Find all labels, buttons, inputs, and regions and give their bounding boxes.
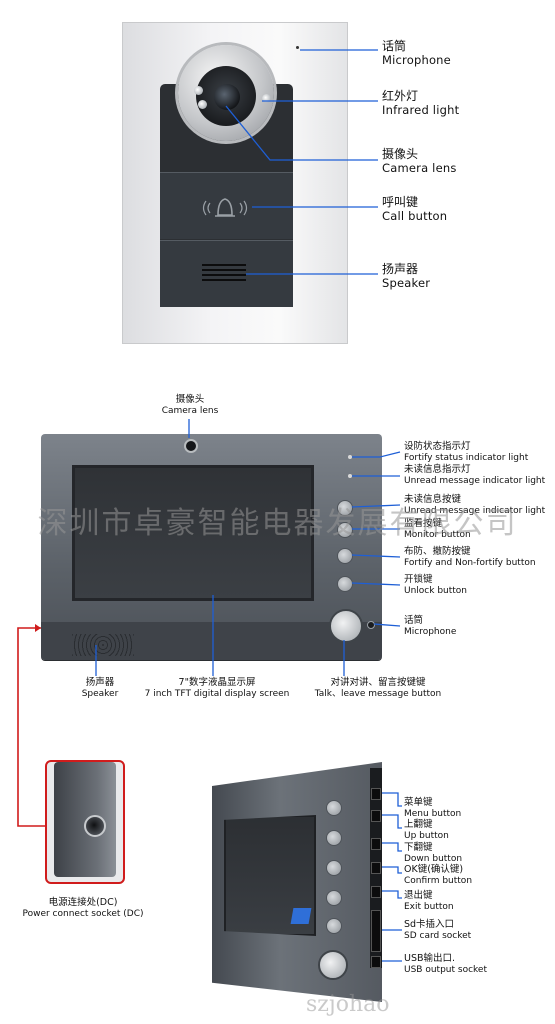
persp-button[interactable] <box>326 800 342 816</box>
infrared-led-icon <box>262 94 271 103</box>
persp-button[interactable] <box>326 830 342 846</box>
talk-button[interactable] <box>329 609 363 643</box>
infrared-led-icon <box>198 100 207 109</box>
label-power-socket: 电源连接处(DC)Power connect socket (DC) <box>22 897 144 919</box>
persp-button[interactable] <box>326 890 342 906</box>
menu-side-button[interactable] <box>371 788 381 800</box>
unread-message-button[interactable] <box>337 500 353 516</box>
indoor-speaker-grille <box>72 634 134 656</box>
infrared-led-icon <box>194 86 203 95</box>
indoor-camera-lens <box>184 439 198 453</box>
down-side-button[interactable] <box>371 838 381 850</box>
persp-button[interactable] <box>326 918 342 934</box>
sd-card-slot[interactable] <box>371 910 381 952</box>
label-confirm-button: OK键(确认键)Confirm button <box>404 864 473 886</box>
indoor-microphone-hole <box>367 621 375 629</box>
camera-lens-core <box>214 84 240 110</box>
bell-icon[interactable] <box>200 193 250 223</box>
call-button-panel <box>160 172 293 239</box>
company-watermark: 深圳市卓豪智能电器发展有限公司 <box>37 506 518 541</box>
fortify-status-led <box>348 455 352 459</box>
bottom-watermark: szjohao <box>306 992 390 1017</box>
confirm-side-button[interactable] <box>371 862 381 874</box>
unlock-button[interactable] <box>337 576 353 592</box>
persp-talk-button[interactable] <box>318 950 348 980</box>
dc-power-socket[interactable] <box>84 815 106 837</box>
tft-display-screen <box>72 465 314 601</box>
usb-port[interactable] <box>371 956 381 968</box>
exit-side-button[interactable] <box>371 886 381 898</box>
fortify-button[interactable] <box>337 548 353 564</box>
up-side-button[interactable] <box>371 810 381 822</box>
label-usb-output: USB输出口.USB output socket <box>404 953 487 975</box>
speaker-grille <box>202 264 246 284</box>
microphone-hole <box>296 46 299 49</box>
monitor-button[interactable] <box>337 522 353 538</box>
persp-button[interactable] <box>326 860 342 876</box>
unread-message-led <box>348 474 352 478</box>
